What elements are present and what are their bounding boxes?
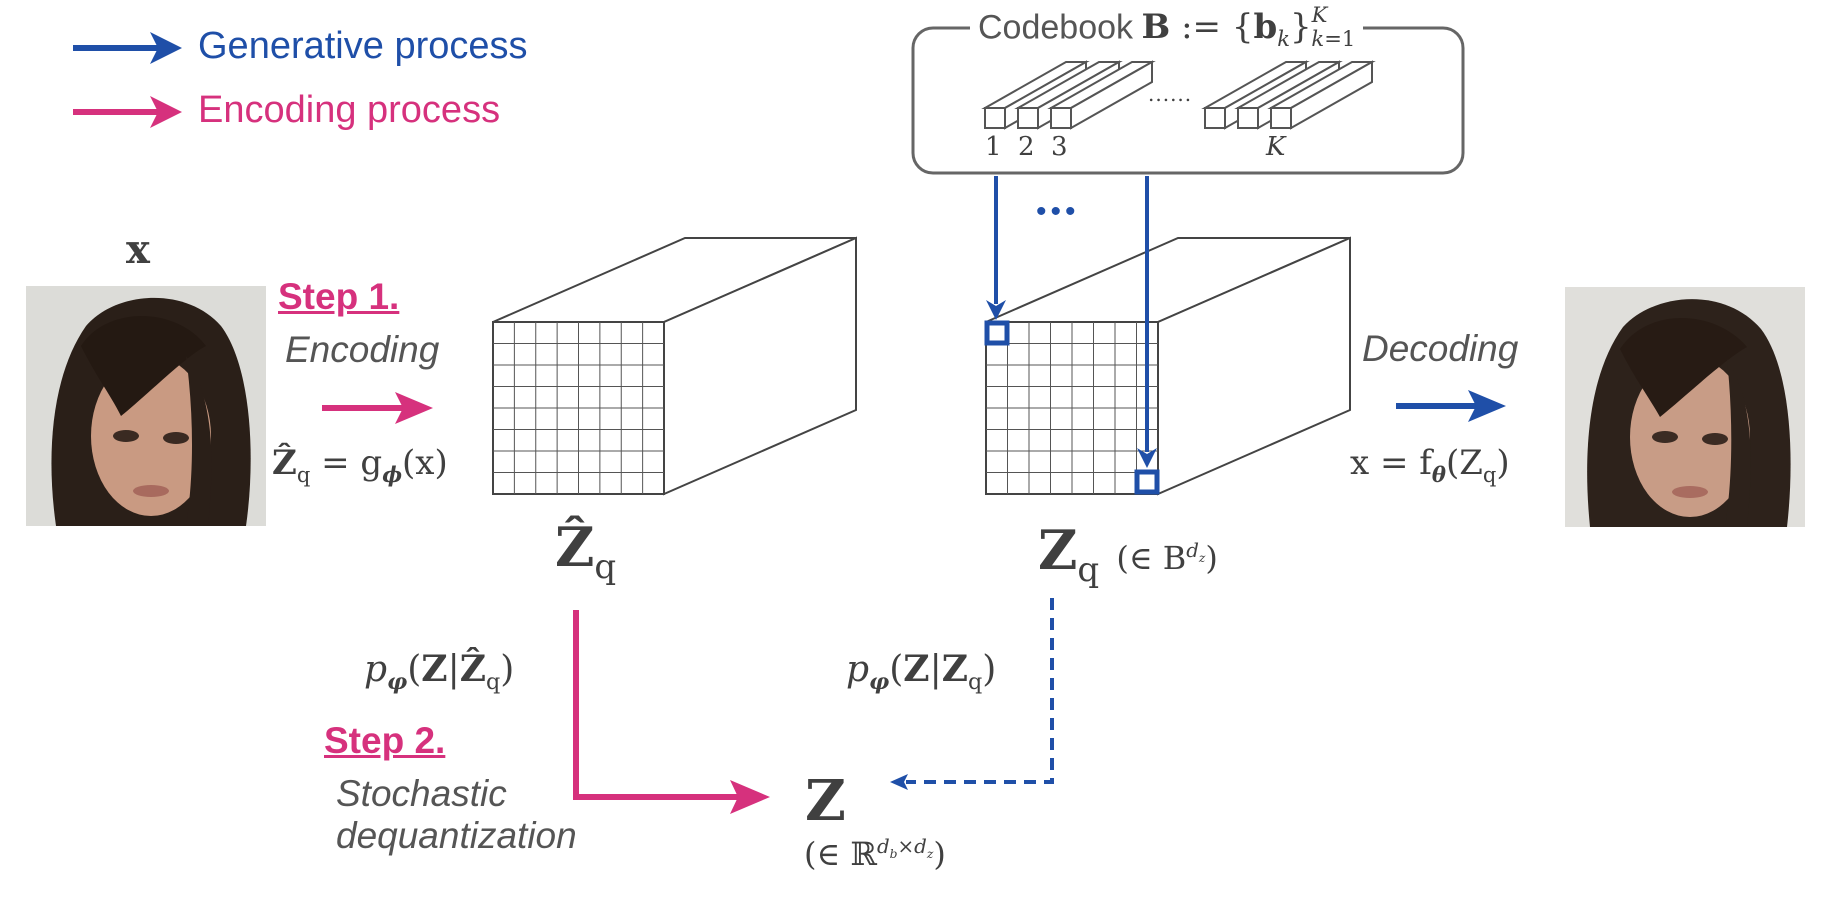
posterior-formula: pφ(Z|Zq) (846, 648, 997, 696)
step2-subtitle-line1: Stochastic (336, 773, 507, 814)
zq-hat-grid (493, 322, 664, 494)
codebook-lookup-arrow-2 (1137, 176, 1157, 468)
zq-hat-cube (492, 236, 857, 496)
codebook-lookup-arrow-1 (986, 176, 1006, 320)
z-domain: (∈ ℝdb×dz) (804, 835, 946, 873)
legend-encoding-label: Encoding process (198, 89, 501, 131)
codebook-ellipsis: ...... (1148, 82, 1193, 106)
encoding-arrow (322, 392, 433, 424)
input-face-svg (26, 286, 266, 526)
z-label: Z (805, 768, 846, 834)
decoding-label: Decoding (1362, 328, 1519, 369)
codebook-vectors-left (981, 60, 1156, 130)
output-image (1565, 287, 1805, 527)
codebook-index-k: K (1266, 132, 1286, 162)
decoding-formula: x = fθ(Zq) (1350, 443, 1510, 487)
codebook-index-2: 2 (1018, 132, 1035, 162)
decoding-arrow (1396, 390, 1506, 422)
dashed-generative-arrow (890, 598, 1054, 790)
step1-formula: Ẑq = gϕ(x) (272, 443, 448, 487)
codebook-vectors-right (1201, 60, 1376, 130)
codebook-index-3: 3 (1051, 132, 1068, 162)
step2-title: Step 2. (324, 720, 446, 761)
legend-encoding-arrow (73, 96, 182, 128)
step1-subtitle: Encoding (285, 329, 440, 370)
input-image-label: x (126, 226, 150, 273)
step1-title: Step 1. (278, 276, 400, 317)
zq-cube (985, 236, 1351, 496)
zq-grid (986, 322, 1158, 494)
step2-subtitle-line2: dequantization (336, 815, 577, 856)
codebook-index-1: 1 (985, 132, 1002, 162)
selected-cell-top-left (984, 320, 1010, 346)
output-face-svg (1565, 287, 1805, 527)
input-image (26, 286, 266, 526)
legend-generative-arrow (73, 32, 182, 64)
posterior-hat-formula: pφ(Z|Ẑq) (364, 648, 515, 696)
dequantization-arrow (573, 610, 770, 814)
legend-generative-label: Generative process (198, 25, 528, 67)
zq-hat-label: Ẑq (555, 515, 617, 587)
selected-cell-bottom-right (1134, 469, 1160, 495)
codebook-title: Codebook B := {bk}Kk=1 (970, 2, 1364, 52)
lookup-dots: ••• (1036, 195, 1080, 228)
zq-label: Zq (∈ Bdz) (1038, 518, 1218, 590)
